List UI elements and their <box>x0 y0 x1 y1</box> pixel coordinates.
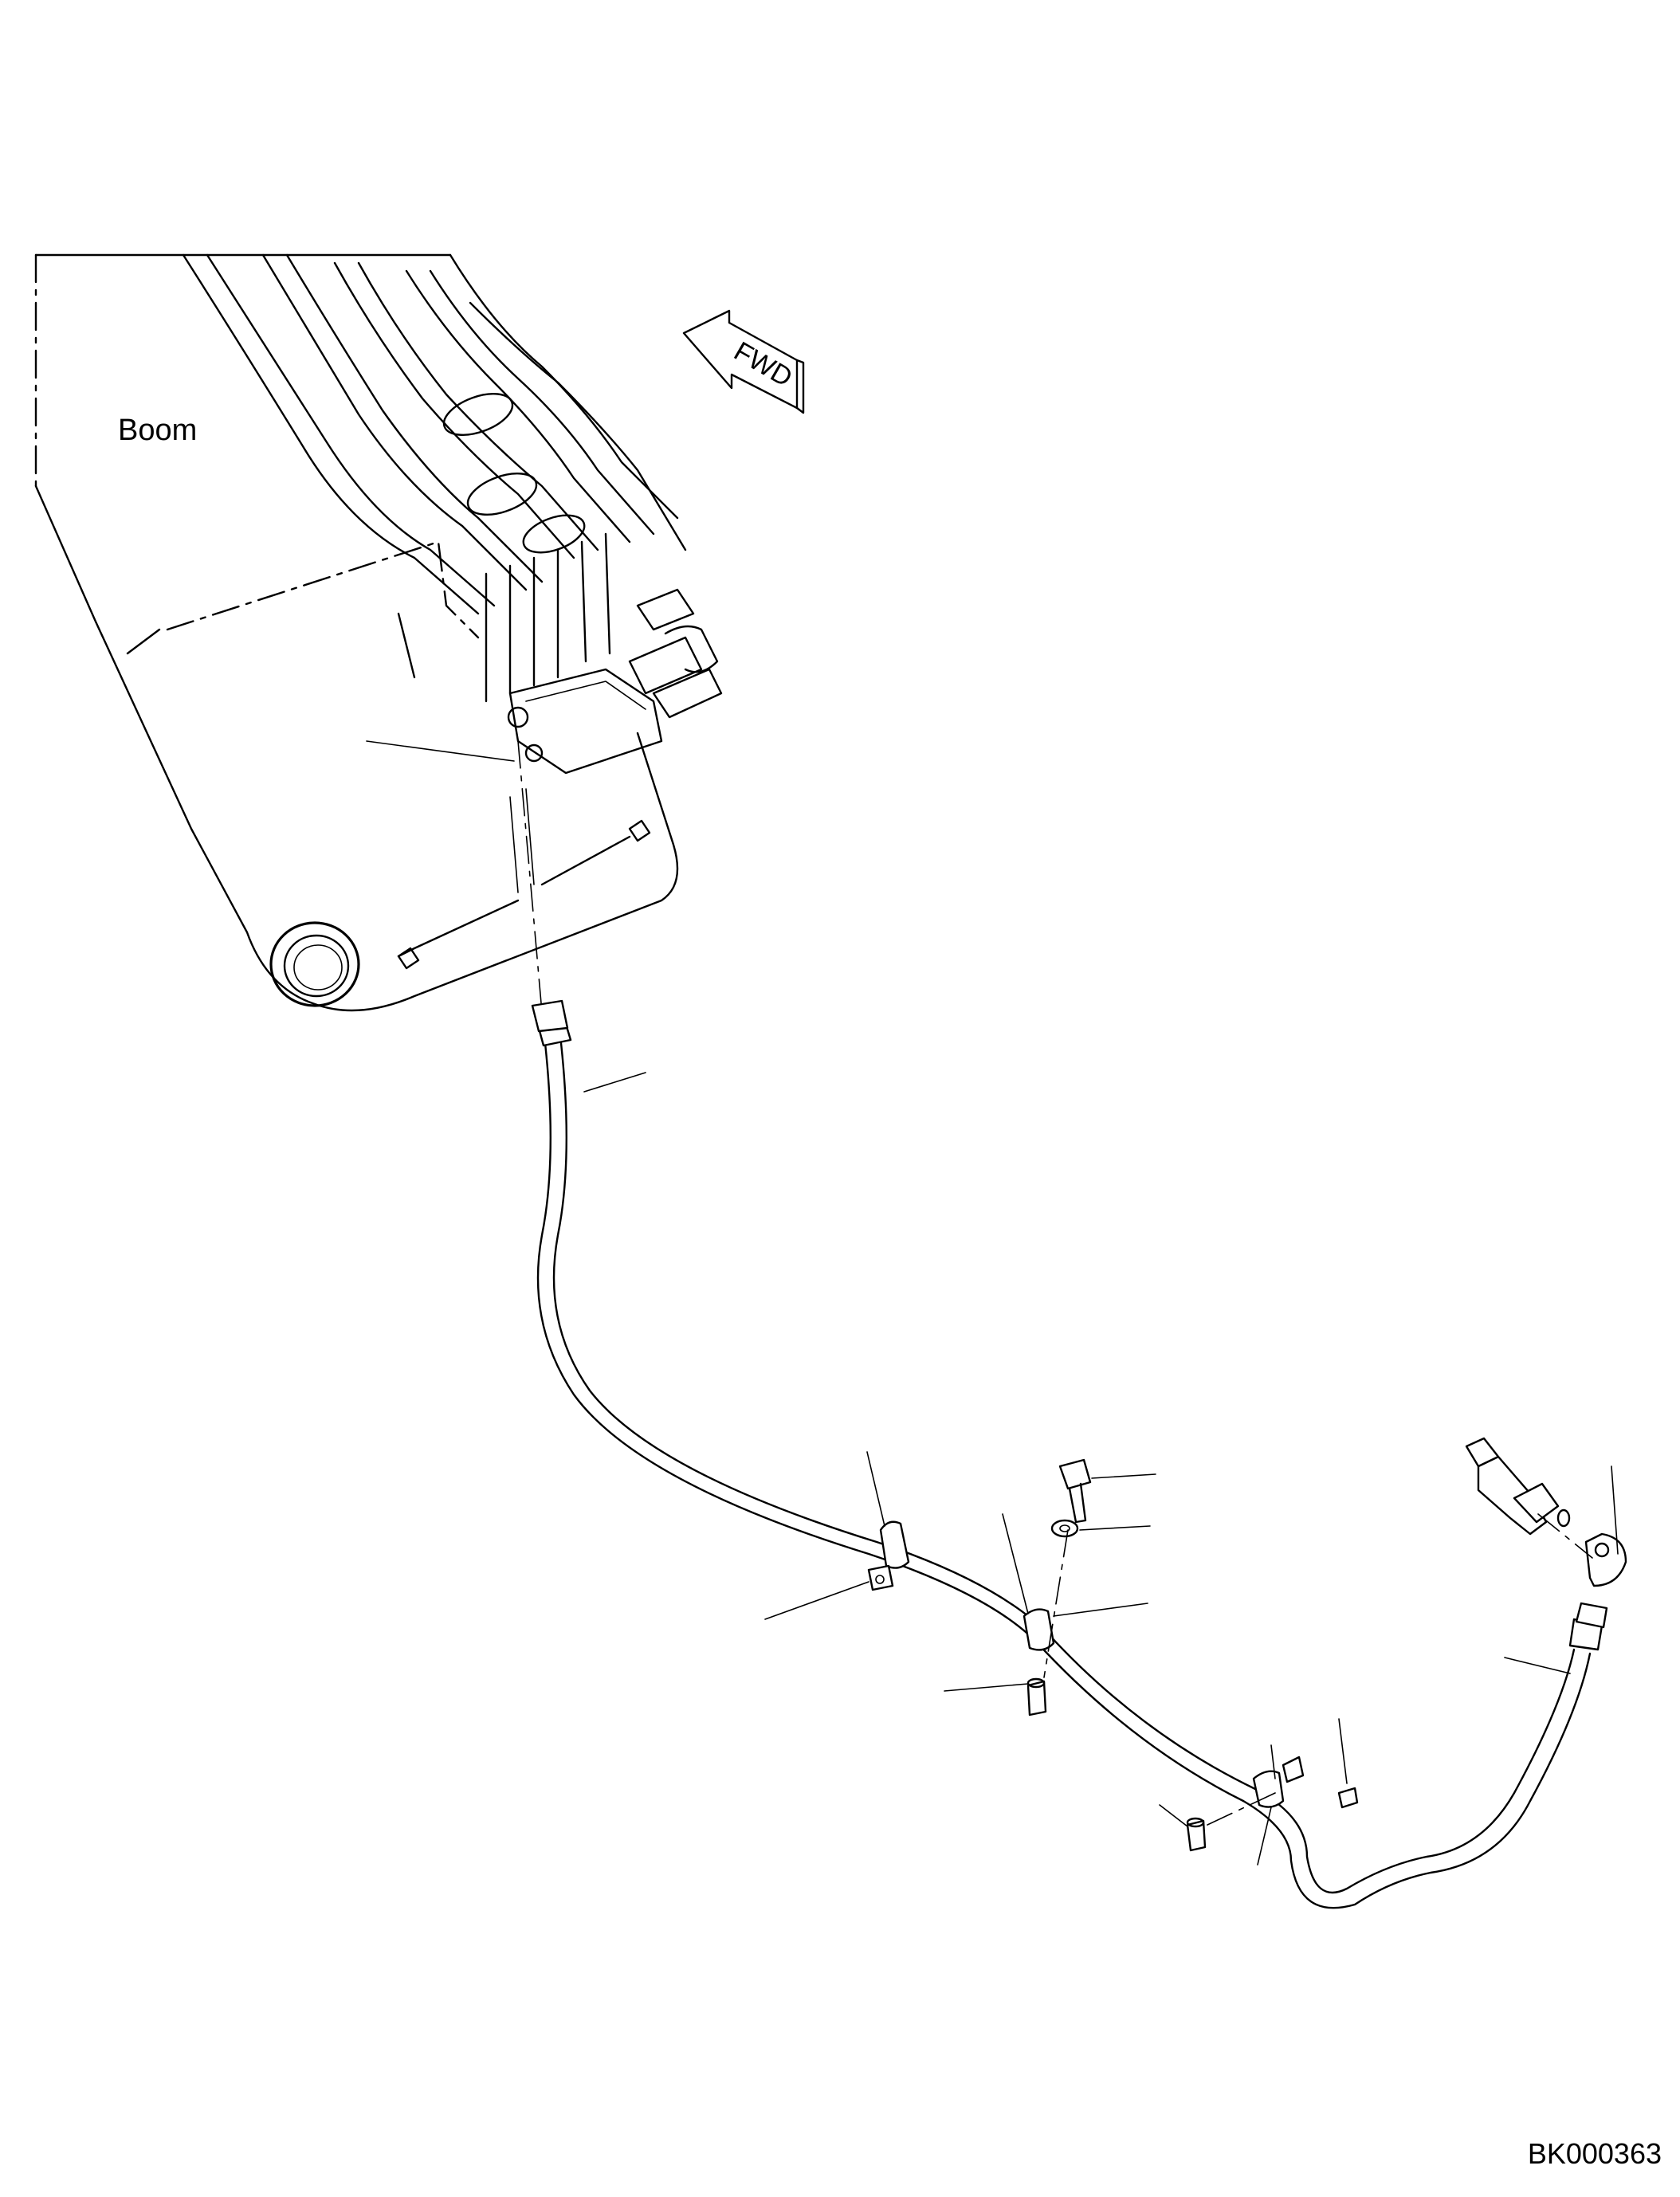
fwd-arrow-icon: FWD <box>682 309 805 414</box>
boom-assembly <box>34 253 723 1013</box>
hose-assembly <box>531 999 1627 1909</box>
drawing-id: BK000363 <box>1528 2137 1662 2170</box>
leader-lines <box>366 740 1619 1865</box>
boom-label: Boom <box>118 414 197 447</box>
